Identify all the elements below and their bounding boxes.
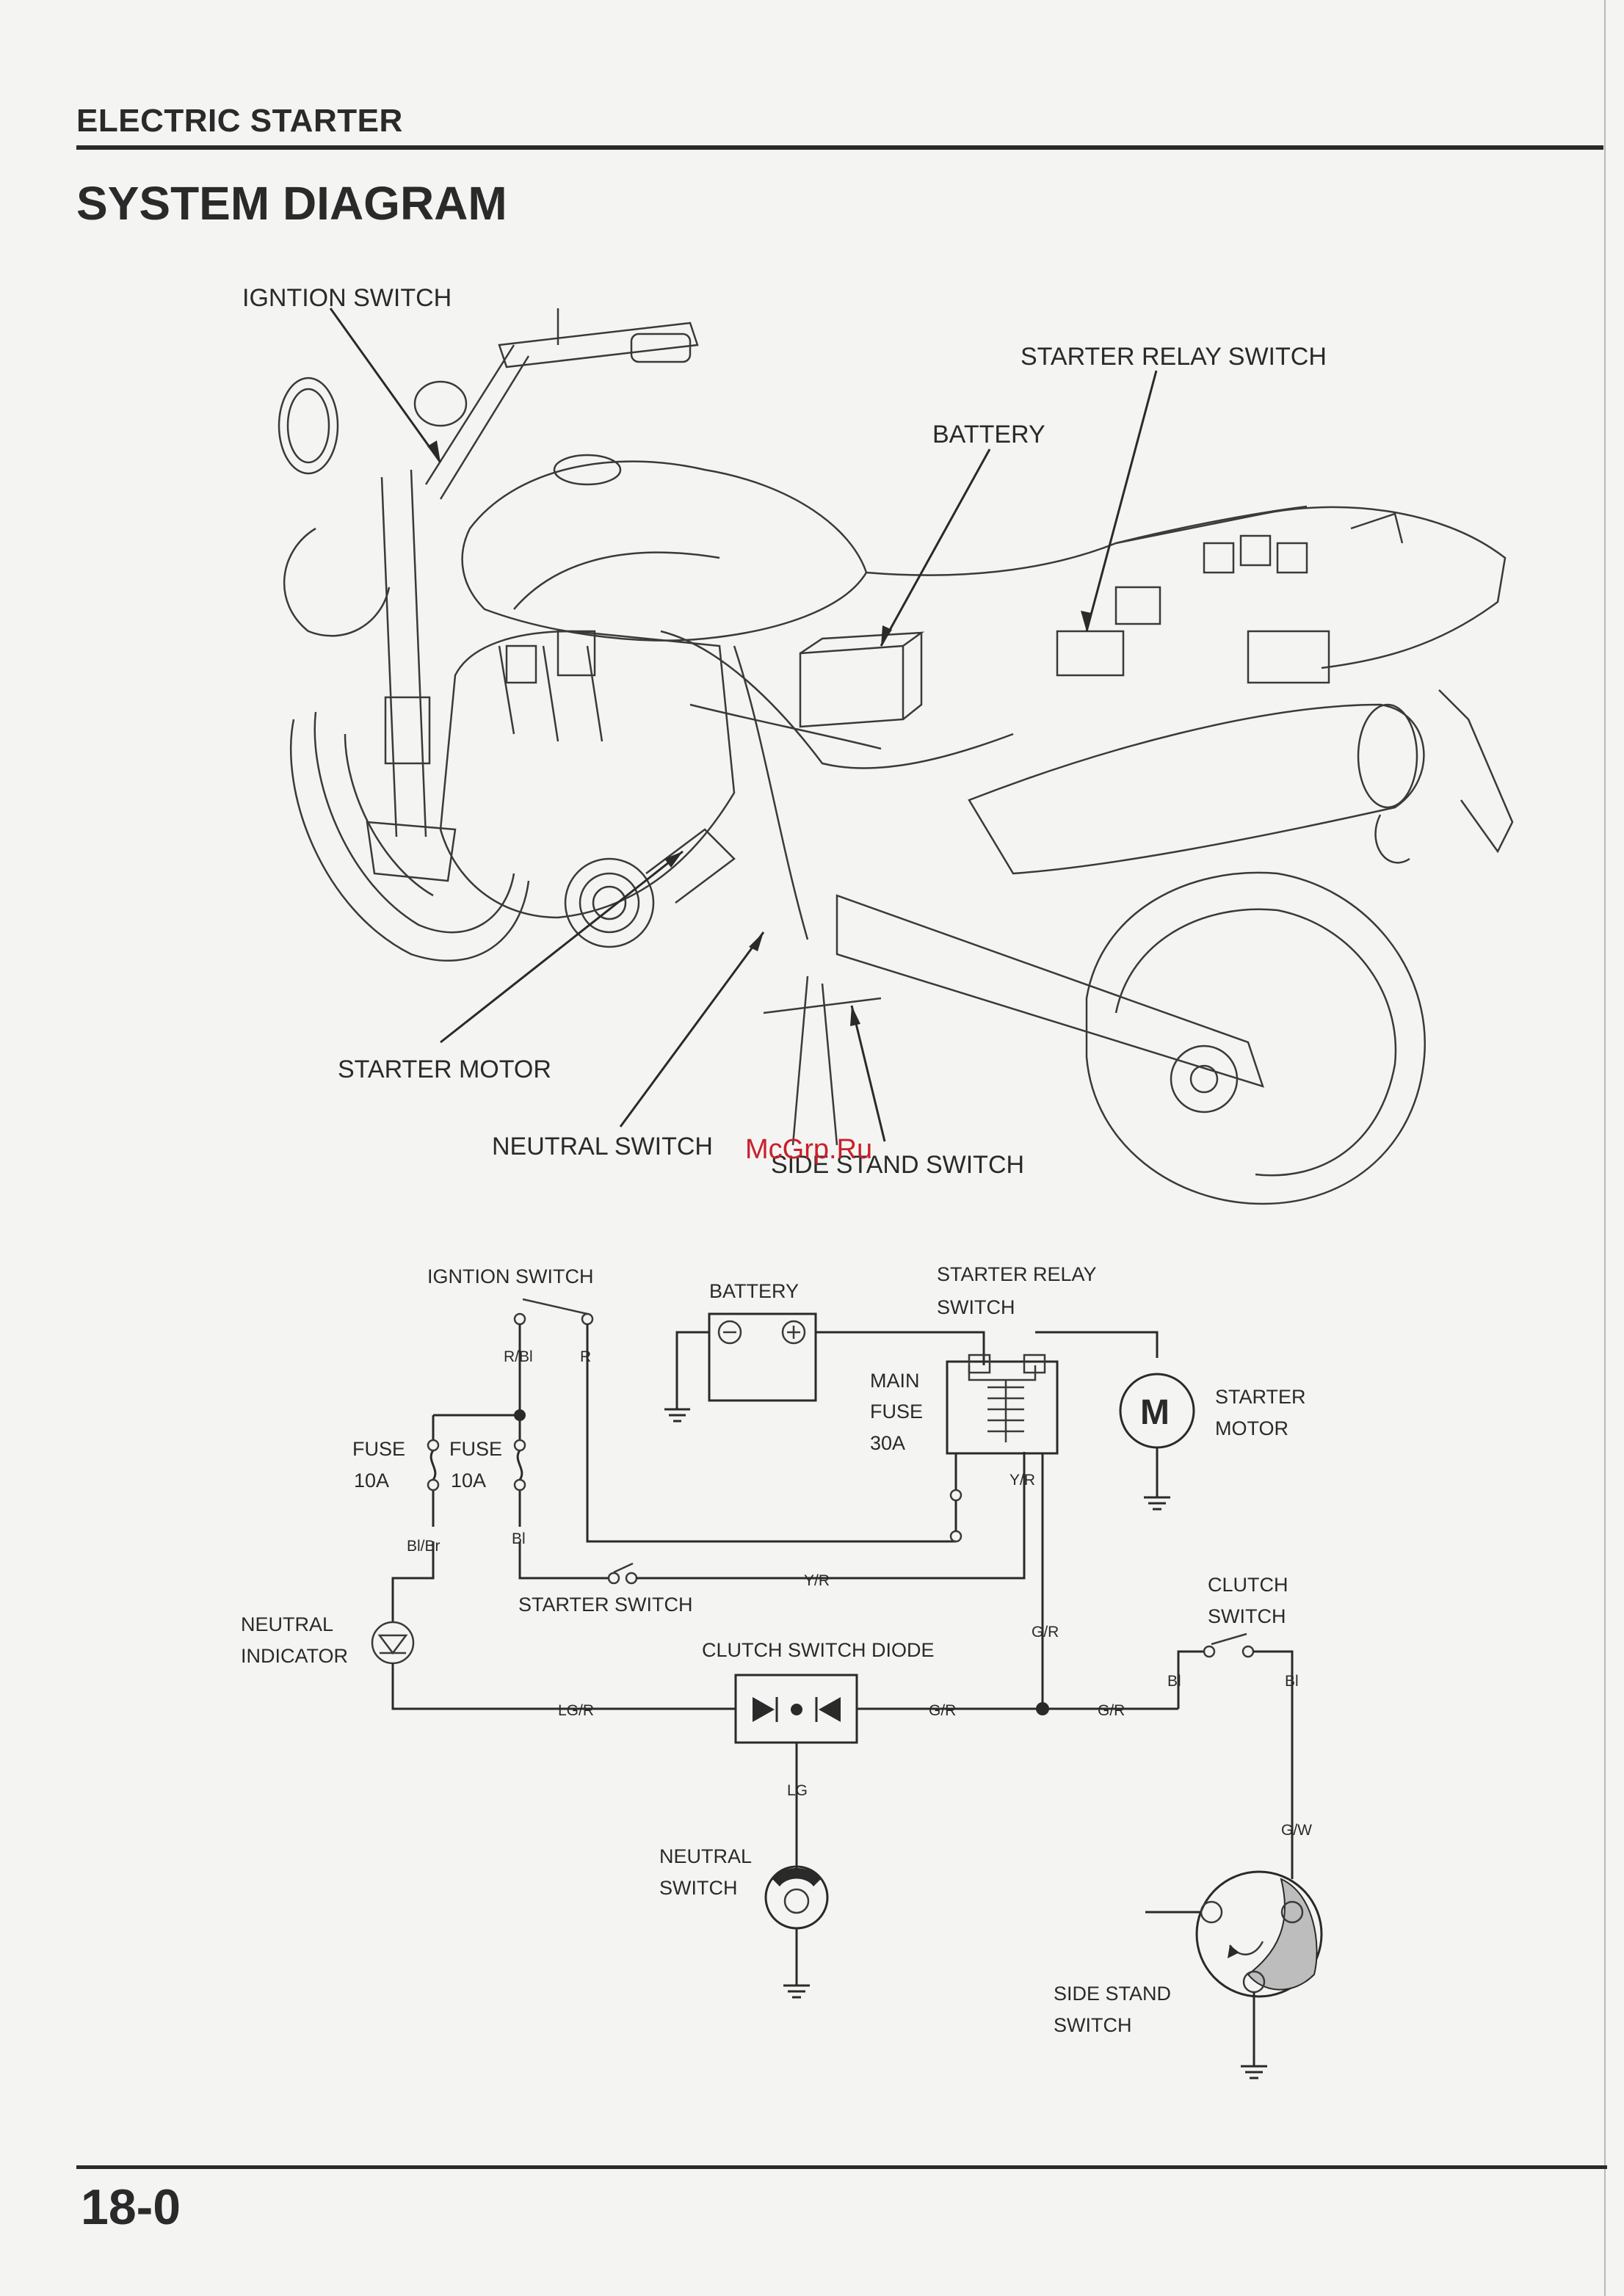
wire-code: G/R [1032, 1624, 1059, 1641]
label-ignition-switch: IGNTION SWITCH [242, 284, 452, 312]
schem-starter-switch: STARTER SWITCH [518, 1594, 693, 1616]
schem-clutch-switch-2: SWITCH [1208, 1605, 1286, 1627]
schem-clutch-switch-diode: CLUTCH SWITCH DIODE [702, 1639, 935, 1661]
page-heading: SYSTEM DIAGRAM [76, 177, 507, 230]
callout-arrowheads [427, 440, 1091, 1026]
schem-neutral-switch-2: SWITCH [659, 1877, 737, 1899]
section-title: ELECTRIC STARTER [76, 103, 403, 139]
schem-side-stand-switch-1: SIDE STAND [1054, 1983, 1171, 2005]
wiring-schematic: M [371, 1298, 1323, 2079]
battery-symbol [708, 1312, 817, 1402]
schem-starter-relay-1: STARTER RELAY [937, 1263, 1097, 1285]
schem-main-fuse-2: FUSE [870, 1401, 923, 1423]
wire-ignition-r [586, 1324, 956, 1543]
motorcycle-illustration [278, 308, 1514, 1205]
label-starter-motor: STARTER MOTOR [338, 1056, 551, 1083]
wire-code: G/R [929, 1702, 956, 1719]
wire-code: LG/R [558, 1702, 594, 1719]
wire-starter-bl [518, 1541, 609, 1580]
label-neutral-switch: NEUTRAL SWITCH [492, 1133, 713, 1160]
schem-neutral-indicator-2: INDICATOR [241, 1645, 348, 1667]
watermark: McGrp.Ru [745, 1134, 872, 1165]
wire-code: Bl [1285, 1673, 1299, 1690]
junction-dot-gr [1036, 1702, 1049, 1715]
fuse-10a-left [429, 1415, 437, 1527]
schem-starter-relay-2: SWITCH [937, 1296, 1015, 1318]
callout-leaders [329, 308, 1158, 1142]
starter-motor-symbol: M [1119, 1373, 1195, 1449]
footer-rule [76, 2165, 1607, 2169]
label-starter-relay-switch: STARTER RELAY SWITCH [1021, 343, 1327, 371]
wire-code: R/Bl [504, 1348, 533, 1365]
fuse-10a-right [516, 1415, 523, 1527]
schem-clutch-switch-1: CLUTCH [1208, 1574, 1288, 1596]
label-battery: BATTERY [932, 421, 1045, 448]
clutch-switch-diode-symbol [734, 1674, 858, 1744]
schem-starter-motor-1: STARTER [1215, 1386, 1306, 1408]
wire-code: G/R [1098, 1702, 1125, 1719]
schem-battery: BATTERY [709, 1280, 799, 1302]
wire-code: Bl [1167, 1673, 1181, 1690]
wire-code: R [580, 1348, 591, 1365]
schem-fuse1-2: 10A [354, 1469, 389, 1492]
schem-neutral-indicator-1: NEUTRAL [241, 1613, 333, 1635]
wire-code: Y/R [1009, 1472, 1035, 1489]
label-side-stand-switch: SIDE STAND SWITCH [771, 1151, 1024, 1179]
wire-code: Bl [512, 1530, 526, 1547]
page-number: 18-0 [81, 2179, 181, 2235]
wire-code: Y/R [804, 1572, 830, 1589]
wire-code: Bl/Br [407, 1538, 441, 1555]
schem-fuse2-2: 10A [451, 1469, 486, 1492]
schem-fuse1-1: FUSE [352, 1438, 405, 1460]
schem-main-fuse-3: 30A [870, 1432, 905, 1454]
motor-symbol-m: M [1140, 1393, 1170, 1432]
side-stand-switch-symbol [1195, 1870, 1323, 1998]
schem-fuse2-1: FUSE [449, 1438, 502, 1460]
starter-relay-symbol [946, 1354, 1059, 1455]
ignition-switch-symbol [513, 1298, 594, 1326]
schem-neutral-switch-1: NEUTRAL [659, 1845, 752, 1867]
header-rule [76, 145, 1603, 150]
schem-ignition-switch: IGNTION SWITCH [427, 1265, 593, 1287]
schem-side-stand-switch-2: SWITCH [1054, 2014, 1131, 2036]
schem-starter-motor-2: MOTOR [1215, 1417, 1288, 1439]
schem-main-fuse-1: MAIN [870, 1370, 920, 1392]
wire-code: LG [787, 1782, 808, 1799]
page-edge [1604, 0, 1606, 2296]
neutral-indicator-symbol [371, 1621, 415, 1665]
wire-bl-br [391, 1541, 435, 1622]
wire-code: G/W [1281, 1822, 1312, 1839]
neutral-switch-symbol [764, 1865, 829, 1930]
